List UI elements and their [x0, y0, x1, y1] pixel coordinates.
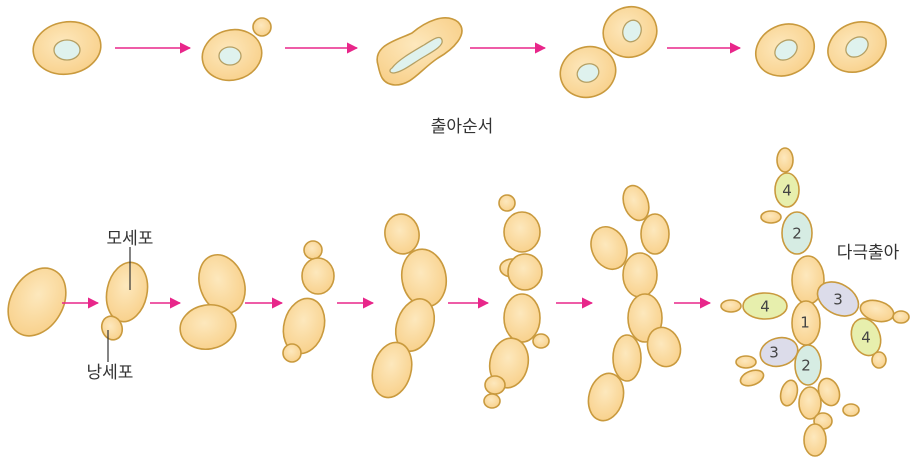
colony-stage-1 — [0, 258, 78, 346]
budding-stage-4 — [553, 0, 664, 105]
budding-stage-3 — [377, 18, 462, 85]
colony-stage-7 — [583, 182, 686, 425]
bud-number-3-right: 3 — [833, 291, 843, 309]
bud-number-4-right: 4 — [861, 329, 871, 347]
mother-cell-label: 모세포 — [107, 229, 154, 249]
multipolar-budding-colony: 4 2 1 4 3 4 3 2 다극출아 — [721, 148, 909, 456]
bud-number-2-bottom: 2 — [801, 357, 811, 375]
budding-stage-5 — [747, 13, 894, 86]
budding-stage-1 — [29, 16, 105, 79]
bud-number-1: 1 — [800, 314, 810, 332]
colony-stage-4 — [277, 241, 334, 362]
budding-stage-2 — [197, 18, 271, 87]
bud-number-3-left: 3 — [769, 344, 779, 362]
bud-number-4-left: 4 — [760, 298, 770, 316]
colony-formation-row: 모세포 낭세포 — [0, 148, 909, 456]
colony-stage-5 — [366, 211, 450, 402]
budding-order-label: 출아순서 — [431, 117, 494, 137]
bud-number-4-top: 4 — [782, 182, 792, 200]
colony-stage-3 — [177, 248, 253, 353]
daughter-cell-label: 낭세포 — [87, 363, 134, 383]
multipolar-budding-label: 다극출아 — [837, 243, 900, 263]
budding-sequence-row — [29, 0, 894, 105]
bud-number-2-top: 2 — [792, 225, 802, 243]
colony-stage-2: 모세포 낭세포 — [87, 229, 154, 383]
colony-stage-6 — [484, 195, 549, 408]
